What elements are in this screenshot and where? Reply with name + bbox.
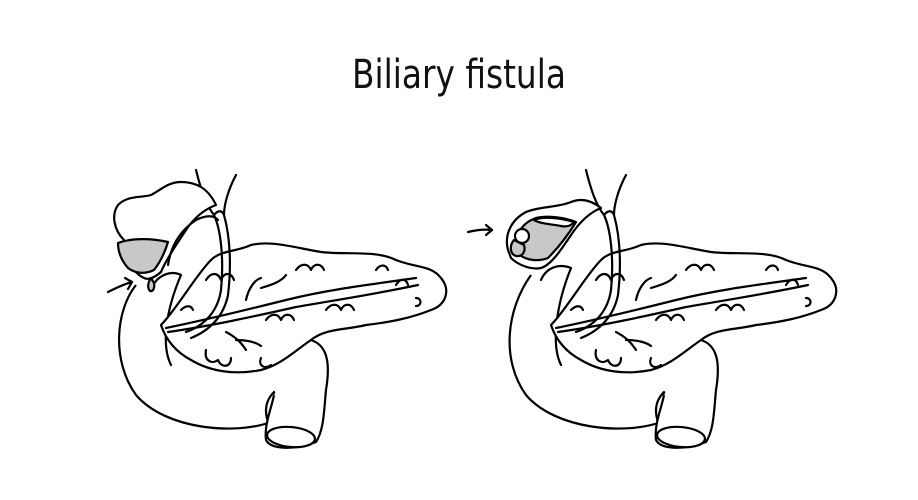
page-title: Biliary fistula	[352, 52, 566, 98]
illustration-biliary-fistula-left	[96, 160, 460, 460]
anatomy-drawing-right	[466, 168, 838, 449]
arrow-right-icon	[466, 223, 494, 237]
duodenum-opening	[265, 425, 317, 449]
anatomy-drawing-left	[106, 168, 448, 449]
bile-fluid	[116, 238, 170, 274]
arrow-right-icon	[106, 276, 134, 294]
duodenum-opening	[655, 425, 707, 449]
common-bile-duct	[574, 168, 614, 334]
illustration-biliary-fistula-right	[466, 160, 856, 460]
gallbladder-cavity	[514, 215, 578, 262]
stone-bulge	[509, 238, 526, 258]
duodenum-tube	[654, 338, 719, 449]
bile-drop	[147, 276, 156, 293]
pancreatic-duct	[164, 276, 418, 330]
pancreatic-duct	[554, 276, 808, 330]
duodenum-tube	[264, 338, 329, 449]
